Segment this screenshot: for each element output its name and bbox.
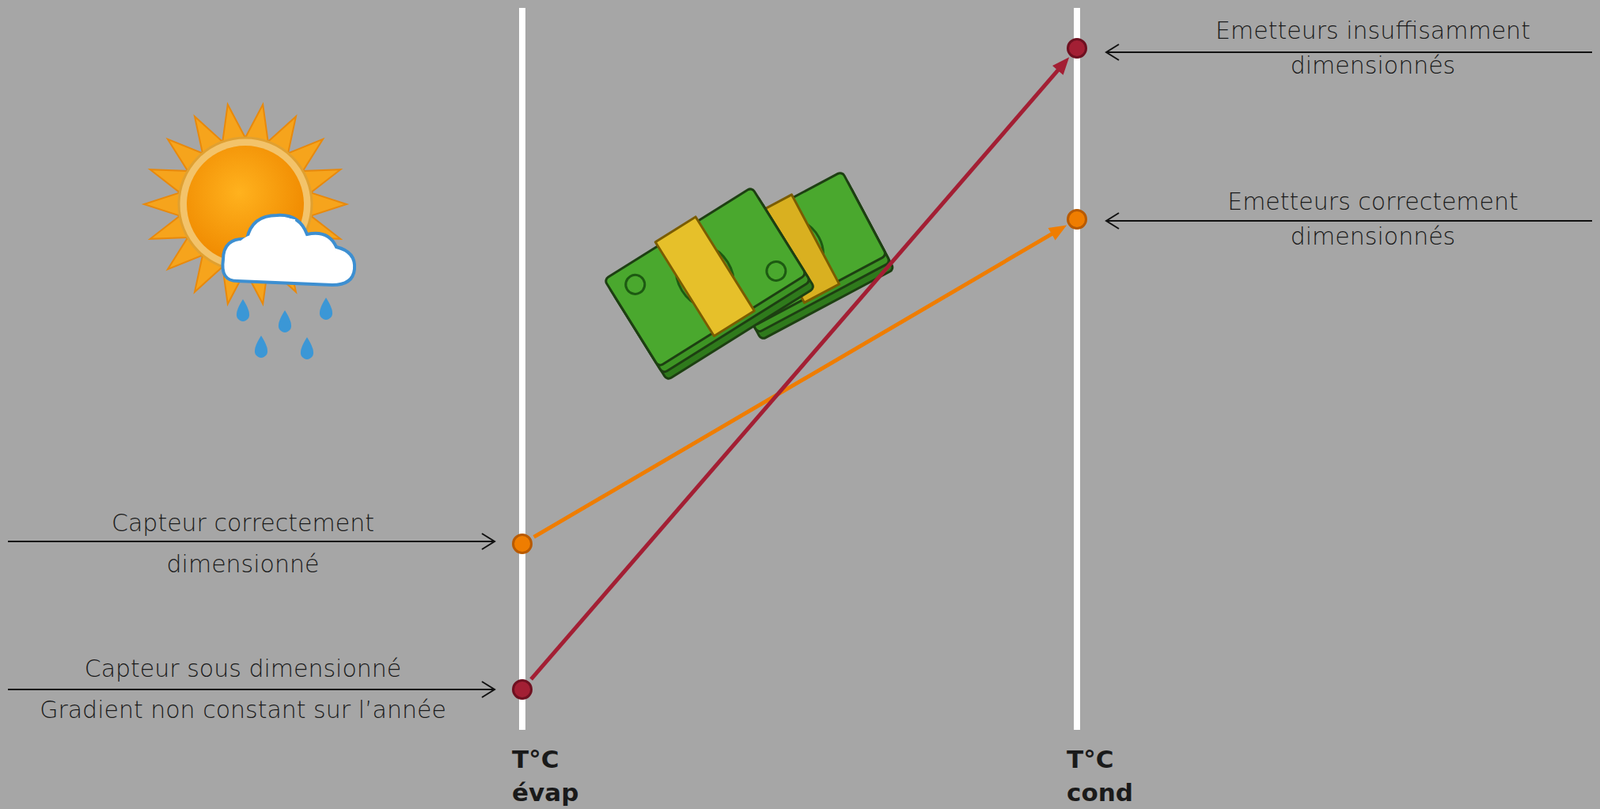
point-label: Capteur correctement dimensionné (84, 502, 402, 585)
point-label: Emetteurs correctement dimensionnés (1186, 184, 1559, 255)
arrow-line (530, 68, 1060, 679)
weather-icon (144, 104, 355, 360)
label-text: Capteur sous dimensionné (13, 648, 473, 690)
axis-label: T°C évap (511, 742, 579, 809)
axis-label: T°C cond (1066, 742, 1134, 809)
process-arrow (534, 225, 1067, 538)
point-label: Capteur sous dimensionnéGradient non con… (13, 648, 473, 731)
point-label: Emetteurs insuffisamment dimensionnés (1186, 13, 1559, 84)
sun-ray (245, 104, 269, 142)
state-point: Emetteurs correctement dimensionnés (1066, 208, 1088, 230)
process-arrow (530, 56, 1070, 679)
arrow-line (534, 232, 1055, 538)
label-text: Gradient non constant sur l’année (13, 689, 473, 731)
sun-ray (310, 192, 347, 216)
sun-ray (222, 104, 246, 142)
money-icon (601, 168, 895, 380)
label-text: Capteur correctement dimensionné (84, 502, 402, 585)
arrow-head (1048, 225, 1068, 241)
evap-axis (519, 7, 526, 730)
state-point: Capteur sous dimensionnéGradient non con… (511, 678, 533, 700)
sun-ray (144, 192, 180, 216)
state-point: Capteur correctement dimensionné (511, 533, 533, 554)
leader-arrows (7, 44, 1593, 698)
label-text: Emetteurs insuffisamment dimensionnés (1186, 13, 1559, 84)
arrow-head (1052, 56, 1070, 76)
state-point: Emetteurs insuffisamment dimensionnés (1066, 37, 1088, 59)
label-text: Emetteurs correctement dimensionnés (1186, 184, 1559, 255)
cond-axis (1073, 7, 1081, 730)
